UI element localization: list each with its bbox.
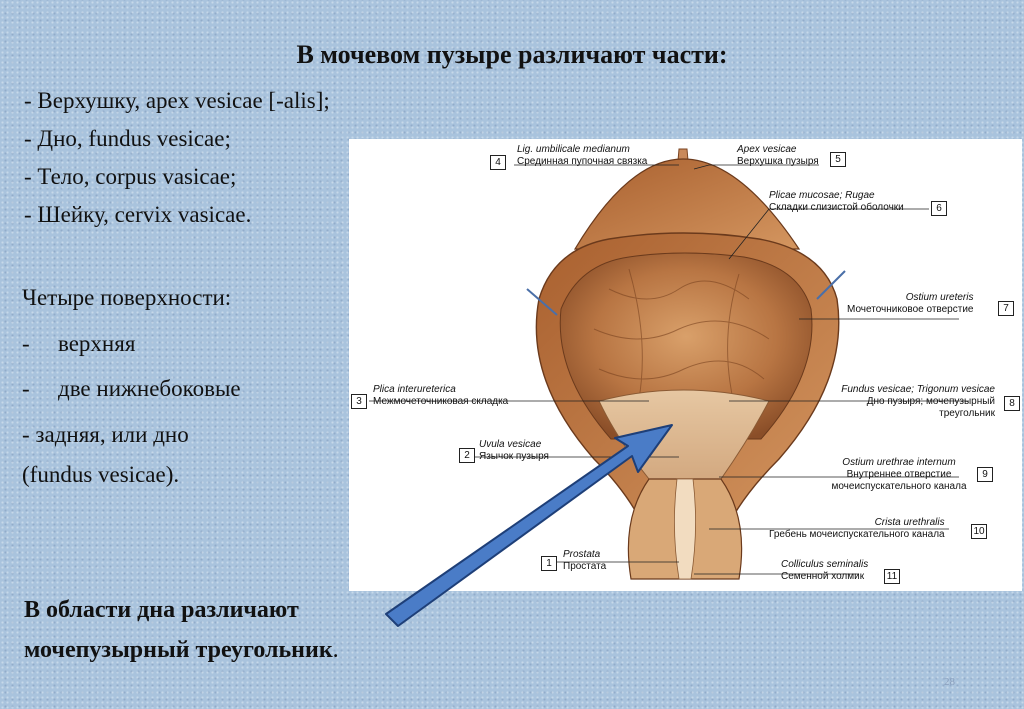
parts-list: - Верхушку, apex vesicae [-alis]; - Дно,…: [24, 82, 330, 234]
bullet-dash: -: [22, 331, 30, 356]
bladder-cavity-shape: [559, 252, 813, 440]
label-ru: Срединная пупочная связка: [517, 156, 648, 167]
right-ureter-probe: [816, 270, 846, 300]
trigone-note: В области дна различают мочепузырный тре…: [24, 590, 339, 670]
label-uvula-vesicae: Uvula vesicae Язычок пузыря: [479, 439, 549, 463]
surface-item-fundus: (fundus vesicae).: [22, 462, 180, 487]
label-lat: Fundus vesicae; Trigonum vesicae: [841, 384, 995, 395]
label-ru: Дно пузыря; мочепузырный треугольник: [866, 396, 995, 419]
label-number-4: 4: [490, 155, 506, 170]
label-lat: Crista urethralis: [874, 517, 945, 528]
label-number-2: 2: [459, 448, 475, 463]
trigone-note-term: мочепузырный треугольник: [24, 637, 333, 663]
label-lat: Colliculus seminalis: [781, 559, 869, 570]
label-number-6: 6: [931, 201, 947, 216]
label-ostium-ureteris: Ostium ureteris Мочеточниковое отверстие: [847, 292, 973, 316]
apex-dome-shape: [573, 158, 801, 250]
label-number-5: 5: [830, 152, 846, 167]
label-prostata: Prostata Простата: [563, 549, 606, 573]
label-ru: Простата: [563, 561, 607, 572]
surface-item-posterior: - задняя, или дно: [22, 422, 189, 447]
label-ru: Складки слизистой оболочки: [769, 202, 904, 213]
bladder-anatomy-figure: 4 Lig. umbilicale medianum Срединная пуп…: [349, 139, 1022, 591]
urethra-shape: [674, 478, 696, 580]
label-lat: Lig. umbilicale medianum: [517, 144, 630, 155]
trigone-note-line2: мочепузырный треугольник.: [24, 630, 339, 670]
parts-item-corpus: - Тело, corpus vasicae;: [24, 164, 237, 189]
label-ru: Межмочеточниковая складка: [373, 396, 509, 407]
label-crista-urethralis: Crista urethralis Гребень мочеиспускател…: [769, 517, 945, 541]
label-ru: Язычок пузыря: [479, 451, 549, 462]
trigone-note-line1: В области дна различают: [24, 597, 299, 623]
label-number-10: 10: [971, 524, 987, 539]
trigone-note-period: .: [332, 637, 339, 663]
surface-item-upper: - верхняя: [22, 331, 135, 357]
surface-upper-text: верхняя: [58, 331, 136, 356]
parts-item-cervix: - Шейку, cervix vasicae.: [24, 202, 252, 227]
slide-title: В мочевом пузыре различают части:: [296, 40, 728, 69]
label-number-3: 3: [351, 394, 367, 409]
slide-number: 28: [944, 676, 955, 688]
surfaces-heading: Четыре поверхности:: [22, 285, 232, 310]
label-number-9: 9: [977, 467, 993, 482]
label-ru: Семенной холмик: [781, 571, 865, 582]
label-ru: Гребень мочеиспускательного канала: [769, 529, 945, 540]
label-lat: Plica interureterica: [373, 384, 456, 395]
label-ostium-urethrae: Ostium urethrae internum Внутреннее отве…: [819, 457, 979, 493]
label-plica-interureterica: Plica interureterica Межмочеточниковая с…: [373, 384, 508, 408]
parts-item-apex: - Верхушку, apex vesicae [-alis];: [24, 88, 330, 113]
label-lat: Uvula vesicae: [479, 439, 542, 450]
label-number-7: 7: [998, 301, 1014, 316]
label-colliculus-seminalis: Colliculus seminalis Семенной холмик: [781, 559, 868, 583]
label-lat: Plicae mucosae; Rugae: [769, 190, 875, 201]
label-ru: Внутреннее отверстие мочеиспускательного…: [831, 469, 967, 492]
label-lat: Prostata: [563, 549, 601, 560]
label-lig-umbilicale: Lig. umbilicale medianum Срединная пупоч…: [517, 144, 647, 168]
label-lat: Ostium urethrae internum: [842, 457, 956, 468]
parts-item-fundus: - Дно, fundus vesicae;: [24, 126, 231, 151]
rugae-folds: [593, 268, 770, 405]
label-lat: Apex vesicae: [737, 144, 797, 155]
label-fundus-vesicae: Fundus vesicae; Trigonum vesicae Дно пуз…: [835, 384, 995, 420]
bullet-dash: -: [22, 376, 30, 401]
label-ru: Верхушка пузыря: [737, 156, 819, 167]
label-lat: Ostium ureteris: [905, 292, 974, 303]
label-number-1: 1: [541, 556, 557, 571]
label-number-11: 11: [884, 569, 900, 584]
left-ureter-probe: [526, 288, 558, 316]
label-ru: Мочеточниковое отверстие: [847, 304, 974, 315]
label-plicae-mucosae: Plicae mucosae; Rugae Складки слизистой …: [769, 190, 904, 214]
label-apex-vesicae: Apex vesicae Верхушка пузыря: [737, 144, 819, 168]
label-number-8: 8: [1004, 396, 1020, 411]
surface-inferolateral-text: две нижнебоковые: [58, 376, 241, 401]
surface-item-inferolateral: - две нижнебоковые: [22, 376, 241, 402]
